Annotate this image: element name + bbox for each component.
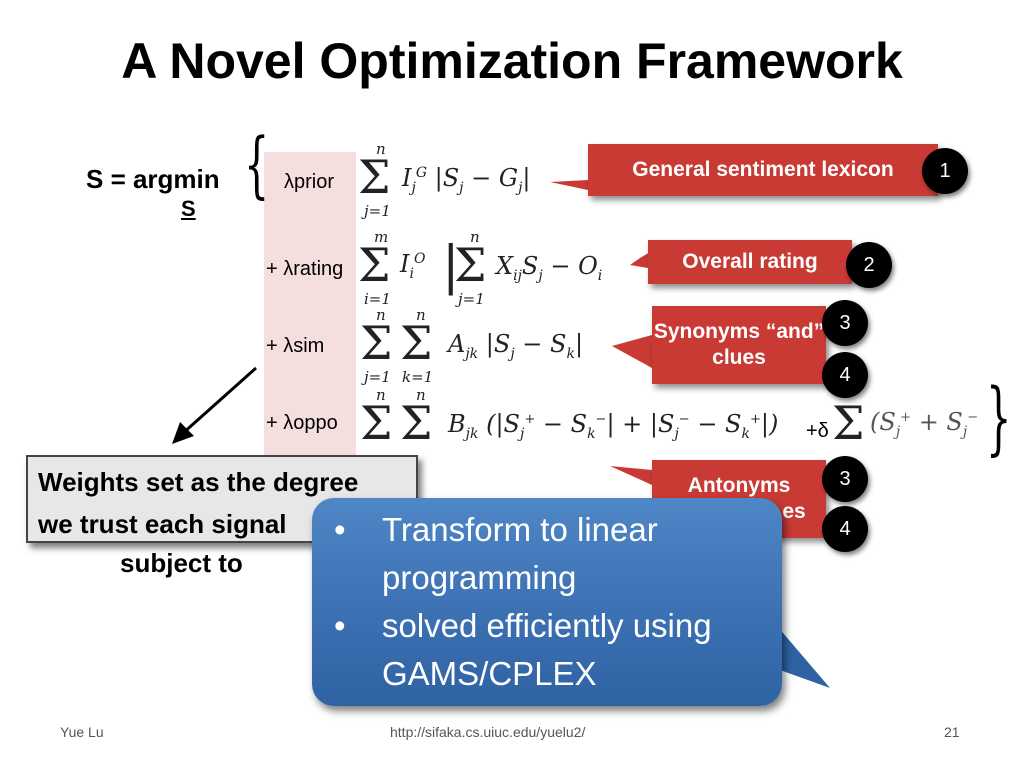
- footer-page-number: 21: [944, 724, 960, 740]
- lambda-oppo: + λoppo: [266, 412, 338, 434]
- lambda-prior: λprior: [284, 171, 335, 193]
- linear-programming-bubble: Transform to linear programming solved e…: [312, 498, 782, 706]
- badge-4-antonyms: 4: [822, 506, 868, 552]
- footer-url[interactable]: http://sifaka.cs.uiuc.edu/yuelu2/: [390, 724, 586, 740]
- badge-4-synonyms: 4: [822, 352, 868, 398]
- right-brace: }: [986, 371, 1012, 464]
- callout-antonyms-text-2: es: [782, 500, 806, 523]
- arrow-icon: [172, 366, 257, 444]
- bullet-linear-programming: Transform to linear programming: [334, 506, 762, 602]
- callout-synonyms: Synonyms “and” clues: [652, 306, 826, 384]
- pointer-general: [550, 170, 590, 198]
- footer-author: Yue Lu: [60, 724, 104, 740]
- pointer-synonyms: [612, 335, 652, 368]
- weights-line-1: Weights set as the degree: [38, 467, 359, 497]
- weights-line-2: we trust each signal: [38, 509, 287, 539]
- callout-overall-rating: Overall rating: [648, 240, 852, 284]
- delta-label: +δ: [806, 420, 829, 442]
- callout-antonyms-text: Antonyms: [687, 473, 791, 497]
- pointer-overall: [630, 252, 650, 274]
- pointer-antonyms: [610, 466, 652, 485]
- callout-general-text: General sentiment lexicon: [632, 157, 894, 181]
- slide-title: A Novel Optimization Framework: [121, 33, 903, 89]
- callout-general-lexicon: General sentiment lexicon: [588, 144, 938, 196]
- subject-to-label: subject to: [120, 548, 243, 578]
- badge-3-antonyms: 3: [822, 456, 868, 502]
- badge-1: 1: [922, 148, 968, 194]
- badge-3-synonyms: 3: [822, 300, 868, 346]
- callout-pointers: [550, 170, 652, 485]
- callout-synonyms-text: Synonyms “and” clues: [653, 319, 825, 369]
- lambda-highlight-bar: [264, 152, 356, 472]
- lambda-sim: + λsim: [266, 335, 325, 357]
- badge-2: 2: [846, 242, 892, 288]
- left-brace: {: [244, 122, 270, 206]
- bullet-gams-cplex: solved efficiently using GAMS/CPLEX: [334, 602, 762, 698]
- argmin-label: S = argmin: [86, 164, 220, 194]
- lambda-rating: + λrating: [266, 258, 344, 280]
- argmin-subscript: S: [181, 196, 196, 221]
- callout-overall-text: Overall rating: [682, 249, 818, 273]
